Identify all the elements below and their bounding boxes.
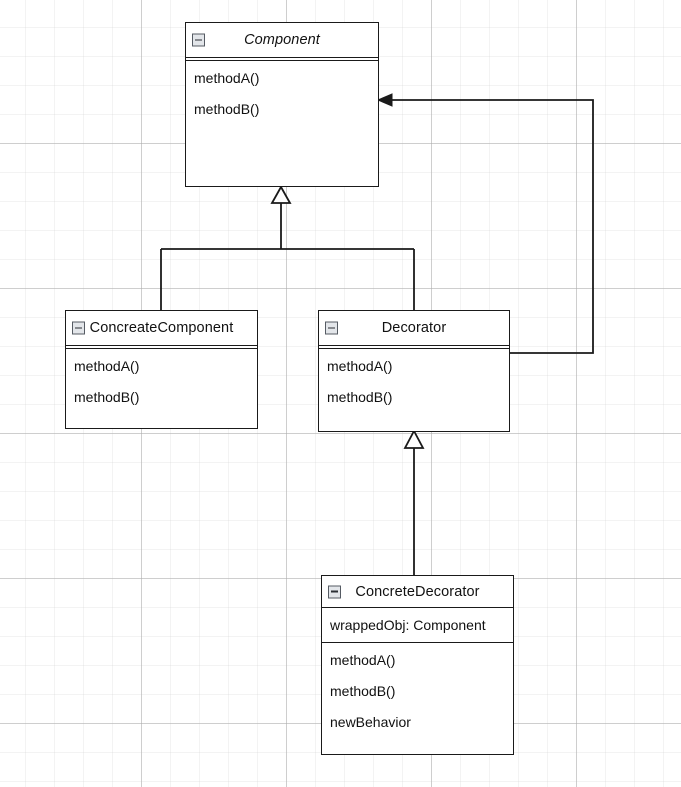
hollow-triangle-icon — [403, 429, 425, 449]
class-member: methodB() — [194, 101, 260, 117]
class-box-concretedecorator[interactable]: ConcreteDecorator wrappedObj: Component … — [321, 575, 514, 755]
class-member: wrappedObj: Component — [330, 617, 486, 633]
class-member: methodA() — [74, 358, 140, 374]
compartment-separator — [322, 607, 513, 608]
minus-box-icon[interactable] — [192, 33, 205, 47]
minus-box-icon[interactable] — [325, 321, 338, 335]
class-member: methodB() — [330, 683, 396, 699]
class-box-component[interactable]: Component methodA() methodB() — [185, 22, 379, 187]
methods-compartment-component: methodA() methodB() — [186, 61, 378, 186]
class-member: methodA() — [330, 652, 396, 668]
class-member: newBehavior — [330, 714, 411, 730]
class-name-component: Component — [244, 32, 320, 48]
class-header-component: Component — [186, 23, 378, 57]
class-name-decorator: Decorator — [381, 320, 447, 336]
generalization-tree-component — [160, 185, 415, 310]
class-name-concreatecomponent: ConcreateComponent — [89, 320, 234, 336]
compartment-separator — [66, 345, 257, 349]
minus-box-icon[interactable] — [328, 585, 341, 598]
methods-compartment-concreatecomponent: methodA() methodB() — [66, 349, 257, 428]
minus-box-icon[interactable] — [72, 321, 85, 335]
class-header-concreatecomponent: ConcreateComponent — [66, 311, 257, 345]
class-name-concretedecorator: ConcreteDecorator — [355, 583, 480, 600]
class-member: methodB() — [74, 389, 140, 405]
class-header-decorator: Decorator — [319, 311, 509, 345]
attributes-compartment-concretedecorator: wrappedObj: Component — [322, 608, 513, 642]
generalization-concretedecorator-decorator — [403, 429, 425, 575]
methods-compartment-concretedecorator: methodA() methodB() newBehavior — [322, 643, 513, 754]
compartment-separator — [322, 642, 513, 643]
solid-arrowhead-icon — [376, 93, 393, 107]
hollow-triangle-icon — [270, 185, 292, 204]
class-member: methodA() — [194, 70, 260, 86]
class-member: methodB() — [327, 389, 393, 405]
compartment-separator — [319, 345, 509, 349]
compartment-separator — [186, 57, 378, 61]
class-box-concreatecomponent[interactable]: ConcreateComponent methodA() methodB() — [65, 310, 258, 429]
class-member: methodA() — [327, 358, 393, 374]
class-header-concretedecorator: ConcreteDecorator — [322, 576, 513, 607]
methods-compartment-decorator: methodA() methodB() — [319, 349, 509, 431]
class-box-decorator[interactable]: Decorator methodA() methodB() — [318, 310, 510, 432]
